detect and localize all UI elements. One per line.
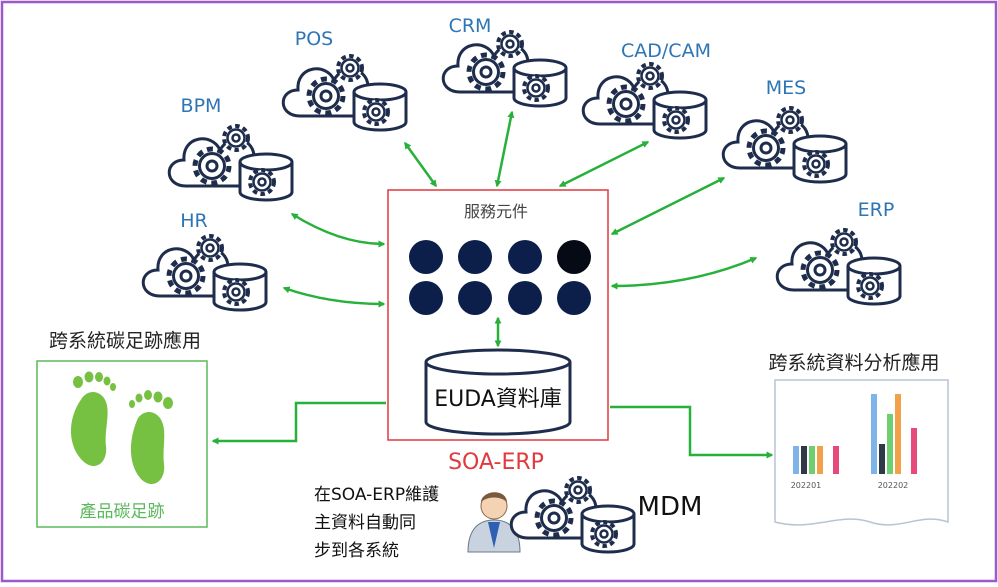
service-dot [508,281,542,315]
system-label-hr: HR [180,210,208,232]
database-label: EUDA資料庫 [434,387,562,412]
cadcam-cloud-gear-db-icon [583,64,706,138]
carbon-caption: 產品碳足跡 [80,502,165,522]
arrow-erp [610,256,758,290]
report-chart-icon [793,394,917,474]
system-label-mes: MES [766,77,806,99]
chart-tick-2: 202202 [878,481,909,490]
service-dot [557,240,591,274]
system-label-crm: CRM [449,15,492,37]
integration-arrows [282,110,758,308]
service-dot [458,240,492,274]
mdm-label: MDM [638,492,703,522]
mdm-cloud-gear-icon [511,478,634,552]
analytics-heading: 跨系統資料分析應用 [768,351,939,374]
arrow-hr [282,286,386,308]
mdm-note-line-1: 在SOA-ERP維護 [314,485,439,505]
report-bar [887,414,893,474]
carbon-heading: 跨系統碳足跡應用 [49,329,201,352]
pos-cloud-gear-db-icon [283,56,406,130]
report-bar [879,444,885,474]
service-dot [557,281,591,315]
report-bar [809,446,815,474]
hr-cloud-gear-db-icon [143,236,266,310]
report-bar [833,446,839,474]
system-label-erp: ERP [858,199,895,221]
carbon-panel [36,360,208,528]
system-label-cadcam: CAD/CAM [621,40,711,62]
report-bar [793,446,799,474]
person-icon [467,492,521,553]
services-label: 服務元件 [464,202,528,221]
service-dot [409,281,443,315]
report-bar [801,446,807,474]
report-bar [911,428,917,474]
erp-cloud-gear-db-icon [777,230,900,304]
footprint-icon [70,371,173,485]
arrow-to-analytics [610,405,774,459]
arrow-to-carbon [211,401,386,445]
service-components [409,240,591,315]
soa-erp-label: SOA-ERP [448,450,544,475]
report-bar [895,394,901,474]
report-bar [871,394,877,474]
service-dot [409,240,443,274]
arrow-mes [610,176,726,236]
euda-database-icon [424,348,572,436]
report-document-icon [774,379,949,526]
system-label-pos: POS [295,28,333,50]
mdm-note-line-2: 主資料自動同 [314,513,416,533]
report-bar [817,446,823,474]
service-dot [508,240,542,274]
arrow-cadcam [558,140,650,188]
chart-tick-1: 202201 [791,481,822,490]
arrow-bpm [290,212,386,248]
arrow-crm [494,110,515,188]
service-dot [458,281,492,315]
bpm-cloud-gear-db-icon [169,126,292,200]
mes-cloud-gear-db-icon [723,108,846,182]
arrow-pos [403,141,438,188]
mdm-note-line-3: 步到各系統 [314,541,399,561]
crm-cloud-gear-db-icon [443,32,566,106]
system-label-bpm: BPM [181,95,222,117]
